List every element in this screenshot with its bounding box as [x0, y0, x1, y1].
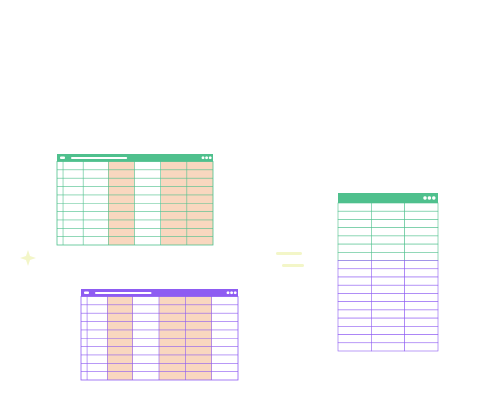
- purple-cell: [404, 301, 439, 311]
- purple-cell: [371, 293, 405, 302]
- purple-cell: [337, 268, 372, 278]
- green-cell: [404, 243, 439, 253]
- motion-line: [282, 264, 304, 267]
- window-title-bar: [81, 289, 238, 297]
- three-dot-icon: [427, 196, 432, 200]
- window-title-bar: [338, 193, 438, 203]
- purple-cell: [371, 268, 405, 278]
- purple-cell: [371, 309, 405, 319]
- green-cell: [337, 227, 372, 237]
- purple-cell: [337, 326, 372, 335]
- purple-cell: [371, 260, 405, 270]
- purple-cell: [404, 317, 439, 327]
- purple-cell: [371, 326, 405, 335]
- green-cell: [337, 219, 372, 228]
- purple-cell: [404, 309, 439, 319]
- three-dot-icon: [208, 156, 212, 160]
- green-cell: [337, 252, 372, 261]
- purple-cell: [337, 260, 372, 270]
- green-cell: [371, 252, 405, 261]
- green-cell: [337, 243, 372, 253]
- purple-cell: [404, 260, 439, 270]
- three-dot-icon: [230, 291, 234, 295]
- green-cell: [404, 252, 439, 261]
- pill-icon: [84, 291, 89, 294]
- green-cell: [337, 202, 372, 212]
- green-cell: [371, 227, 405, 237]
- purple-cell: [404, 293, 439, 302]
- pill-icon: [60, 156, 65, 159]
- merged-table-window: [337, 193, 439, 352]
- green-cell: [337, 235, 372, 245]
- motion-lines-icon: [276, 252, 304, 267]
- green-cell: [371, 235, 405, 245]
- purple-cell: [337, 284, 372, 294]
- purple-cell: [404, 276, 439, 286]
- green-cell: [371, 219, 405, 228]
- purple-cell: [371, 284, 405, 294]
- purple-cell: [404, 284, 439, 294]
- purple-cell: [337, 293, 372, 302]
- spreadsheet-window-green: [56, 154, 214, 246]
- purple-cell: [404, 342, 439, 352]
- green-cell: [404, 235, 439, 245]
- green-cell: [371, 210, 405, 220]
- purple-cell: [371, 334, 405, 344]
- purple-cell: [404, 334, 439, 344]
- plus-sparkle-icon: [20, 250, 36, 266]
- green-cell: [404, 219, 439, 228]
- sparkle-icon: [20, 250, 36, 266]
- address-bar: [95, 292, 152, 294]
- three-dot-icon: [423, 196, 427, 200]
- purple-cell: [404, 326, 439, 335]
- purple-cell: [337, 309, 372, 319]
- purple-cell: [337, 301, 372, 311]
- purple-cell: [337, 334, 372, 344]
- green-cell: [404, 210, 439, 220]
- motion-line: [276, 252, 302, 255]
- purple-cell: [371, 342, 405, 352]
- purple-cell: [371, 317, 405, 327]
- green-cell: [371, 202, 405, 212]
- green-cell: [337, 210, 372, 220]
- three-dot-icon: [432, 196, 436, 200]
- green-cell: [404, 227, 439, 237]
- three-dot-icon: [205, 156, 209, 160]
- green-cell: [371, 243, 405, 253]
- purple-cell: [337, 276, 372, 286]
- three-dot-icon: [201, 156, 205, 160]
- three-dot-icon: [233, 291, 237, 295]
- purple-cell: [371, 301, 405, 311]
- three-dot-icon: [226, 291, 230, 295]
- purple-cell: [337, 317, 372, 327]
- green-cell: [404, 202, 439, 212]
- address-bar: [71, 157, 128, 159]
- window-title-bar: [57, 154, 213, 162]
- purple-cell: [371, 276, 405, 286]
- purple-cell: [337, 342, 372, 352]
- spreadsheet-window-purple: [80, 289, 239, 381]
- purple-cell: [404, 268, 439, 278]
